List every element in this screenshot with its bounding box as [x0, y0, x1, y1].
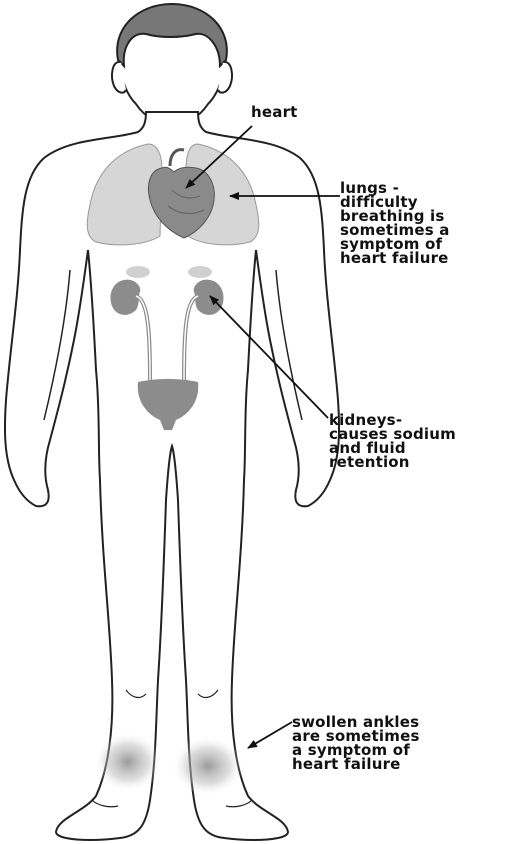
ankles-label: swollen ankles are sometimes a symptom o…	[292, 715, 420, 771]
left-adrenal	[126, 266, 150, 278]
left-ankle-swelling	[94, 732, 162, 792]
right-adrenal	[188, 266, 212, 278]
lungs-label: lungs - difficulty breathing is sometime…	[340, 181, 450, 265]
heart-label: heart	[251, 105, 298, 119]
ankles-pointer	[248, 722, 292, 748]
kidneys-label: kidneys- causes sodium and fluid retenti…	[329, 413, 456, 469]
right-ankle-swelling	[172, 736, 244, 796]
